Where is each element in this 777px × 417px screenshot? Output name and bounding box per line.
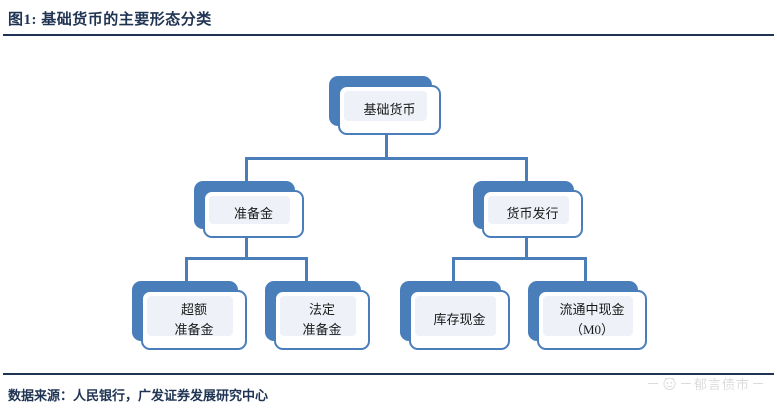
node-face — [274, 290, 370, 350]
connector-reserves-stem — [245, 235, 248, 257]
page-title: 图1: 基础货币的主要形态分类 — [8, 12, 212, 28]
connector-to-reserves — [245, 157, 248, 181]
watermark-text: 郁言债市 — [694, 377, 751, 392]
node-face — [409, 290, 510, 350]
node-plate — [543, 296, 633, 336]
node-label: 超额 准备金 — [174, 301, 214, 337]
diagram-canvas: 基础货币 准备金 货币发行 超额 准备金 — [0, 36, 777, 372]
watermark-dash-mid — [681, 383, 691, 384]
node-label: 流通中现金 （M0） — [559, 301, 625, 337]
connector-issuance-stem — [525, 235, 528, 257]
node-required-reserves[interactable]: 法定 准备金 — [265, 281, 370, 350]
node-plate — [488, 196, 569, 224]
node-label: 准备金 — [233, 205, 273, 221]
node-currency-issuance[interactable]: 货币发行 — [473, 181, 583, 238]
connector-root-stem — [385, 134, 388, 157]
footer-divider — [3, 373, 774, 375]
connector-level1-bus — [245, 157, 528, 160]
node-plate — [344, 91, 427, 121]
node-label: 库存现金 — [433, 311, 486, 327]
node-face — [537, 290, 647, 350]
node-label: 基础货币 — [363, 101, 416, 117]
mascot-circle-icon — [661, 375, 678, 392]
node-plate — [280, 296, 356, 336]
connector-to-circulation — [584, 257, 587, 281]
connector-to-issuance — [525, 157, 528, 181]
node-face — [482, 190, 583, 238]
source-note: 数据来源：人民银行，广发证券发展研究中心 — [8, 388, 269, 403]
watermark-dash-right — [753, 383, 764, 384]
node-vault-cash[interactable]: 库存现金 — [400, 281, 510, 350]
connector-issuance-bus — [452, 257, 587, 260]
node-label: 法定 准备金 — [302, 301, 342, 337]
connector-to-vault — [452, 257, 455, 281]
watermark: 郁言债市 — [648, 374, 764, 393]
node-label: 货币发行 — [506, 205, 559, 221]
node-base-money[interactable]: 基础货币 — [329, 76, 441, 135]
node-face — [338, 85, 441, 135]
node-currency-in-circulation[interactable]: 流通中现金 （M0） — [528, 281, 647, 350]
node-face — [203, 190, 304, 238]
node-plate — [209, 196, 290, 224]
title-divider — [3, 34, 774, 36]
connector-to-excess — [185, 257, 188, 281]
node-plate — [147, 296, 233, 336]
node-excess-reserves[interactable]: 超额 准备金 — [132, 281, 247, 350]
node-reserves[interactable]: 准备金 — [194, 181, 304, 238]
watermark-dash-left — [648, 383, 658, 384]
node-face — [141, 290, 247, 350]
connector-reserves-bus — [185, 257, 308, 260]
node-plate — [415, 296, 496, 336]
connector-to-required — [305, 257, 308, 281]
